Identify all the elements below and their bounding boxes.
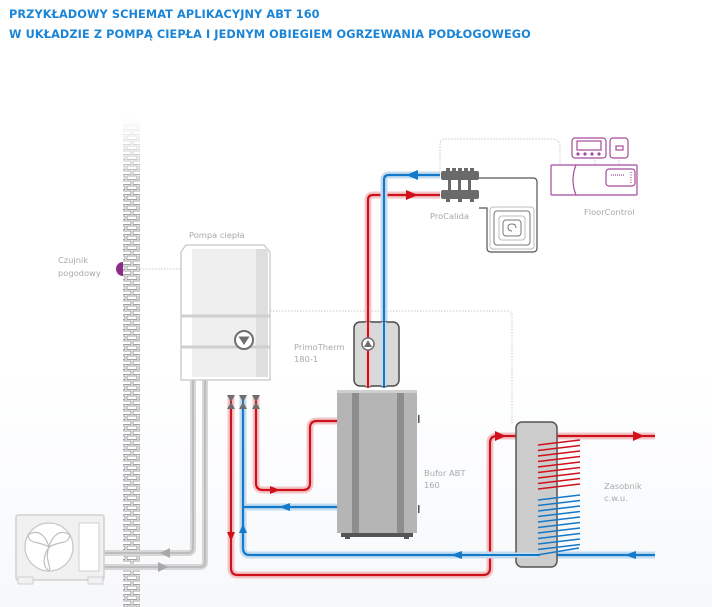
manifold-icon (441, 168, 479, 202)
coil-hot (537, 461, 581, 468)
coil-cold (537, 499, 581, 507)
floor-heating-loop-icon (479, 177, 538, 253)
signal-wires (140, 138, 620, 425)
pump-group-label: PrimoTherm 180-1 (294, 342, 347, 364)
coil-cold (537, 521, 581, 529)
dhw-tank-label: Zasobnik c.w.u. (604, 481, 644, 503)
pump-group-icon (353, 321, 400, 387)
coil-hot (537, 439, 581, 446)
coil-hot (537, 455, 581, 463)
coil-hot (537, 477, 581, 485)
outdoor-unit-fan-icon (15, 514, 105, 585)
coil-cold (537, 527, 581, 534)
manifold-label: ProCalida (430, 211, 469, 221)
title-line-1: PRZYKŁADOWY SCHEMAT APLIKACYJNY ABT 160 (9, 8, 320, 21)
coil-cold (537, 543, 581, 551)
coil-hot (537, 450, 581, 457)
wall (123, 118, 140, 607)
refrigerant-lines (104, 380, 208, 572)
buffer-tank-icon (337, 390, 420, 539)
coil-cold (537, 538, 581, 545)
coil-cold (537, 510, 581, 518)
return-pipes (239, 170, 655, 559)
coil-hot (537, 466, 581, 474)
coil-cold (537, 505, 581, 512)
controller-label: FloorControl (584, 207, 635, 217)
coil-hot (537, 444, 581, 452)
weather-sensor-icon (116, 262, 123, 276)
weather-sensor-label: Czujnik pogodowy (58, 255, 101, 278)
heat-pump-indoor-icon (180, 244, 271, 381)
coil-hot (537, 472, 581, 479)
heat-pump-label: Pompa ciepła (189, 230, 245, 240)
controller-icon (550, 137, 638, 196)
coil-cold (537, 516, 581, 523)
title-line-2: W UKŁADZIE Z POMPĄ CIEPŁA I JEDNYM OBIEG… (9, 28, 531, 41)
dhw-tank-icon (480, 421, 581, 568)
buffer-label: Bufor ABT 160 (424, 468, 468, 490)
valves-icon (227, 395, 260, 409)
coil-cold (537, 532, 581, 540)
supply-pipes (227, 190, 655, 579)
coil-hot (537, 483, 581, 490)
coil-cold (537, 494, 581, 501)
